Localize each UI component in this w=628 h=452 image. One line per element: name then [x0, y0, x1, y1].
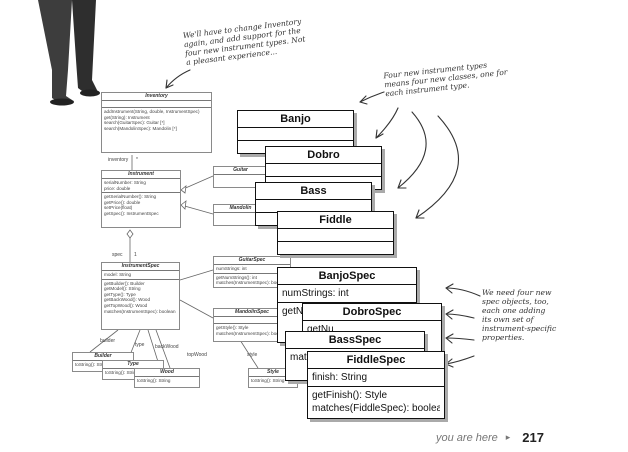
- label-spec: spec: [112, 252, 123, 258]
- inheritance-arrow-mandolin: [180, 200, 187, 210]
- instrument-guitar-link: [180, 175, 214, 191]
- arrow-icon: ▸: [505, 432, 511, 442]
- label-builder: builder: [100, 338, 116, 344]
- label-one: 1: [134, 252, 137, 258]
- spec-note: We need four new spec objects, too, each…: [482, 288, 557, 342]
- spec-topwood-link: [155, 329, 171, 369]
- class-instrument-spec: InstrumentSpec model: String getBuilder(…: [101, 262, 180, 330]
- class-name: Instrument: [102, 171, 180, 179]
- aggregation-diamond: [126, 229, 134, 239]
- you-are-here-label: you are here: [436, 431, 498, 444]
- label-backwood: backWood: [155, 344, 179, 350]
- mandolinspec-style-link: [239, 339, 259, 369]
- class-wood: Wood toString(): String: [134, 368, 200, 388]
- class-name: Inventory: [102, 93, 211, 101]
- inventory-note-arrow: [165, 69, 191, 89]
- label-inventory: inventory: [108, 157, 129, 163]
- footer: you are here ▸ 217: [436, 430, 544, 445]
- label-star: *: [136, 157, 138, 163]
- spec-mandolinspec-link: [179, 299, 214, 319]
- class-fiddle: Fiddle: [277, 211, 394, 255]
- instrument-mandolin-link: [180, 204, 214, 215]
- class-instrument: Instrument serialNumber: String price: d…: [101, 170, 181, 228]
- inheritance-arrow-guitar: [180, 185, 187, 194]
- page-number: 217: [522, 430, 544, 445]
- spec-builder-link: [89, 329, 119, 353]
- person-figure: [38, 0, 100, 106]
- spec-guitarspec-link: [179, 269, 214, 281]
- label-style: style: [247, 352, 258, 358]
- class-inventory: Inventory addInstrument(String, double, …: [101, 92, 212, 153]
- label-type: type: [135, 342, 145, 348]
- label-topwood: topWood: [187, 352, 207, 358]
- class-fiddle-spec: FiddleSpec finish: String getFinish(): S…: [307, 351, 445, 419]
